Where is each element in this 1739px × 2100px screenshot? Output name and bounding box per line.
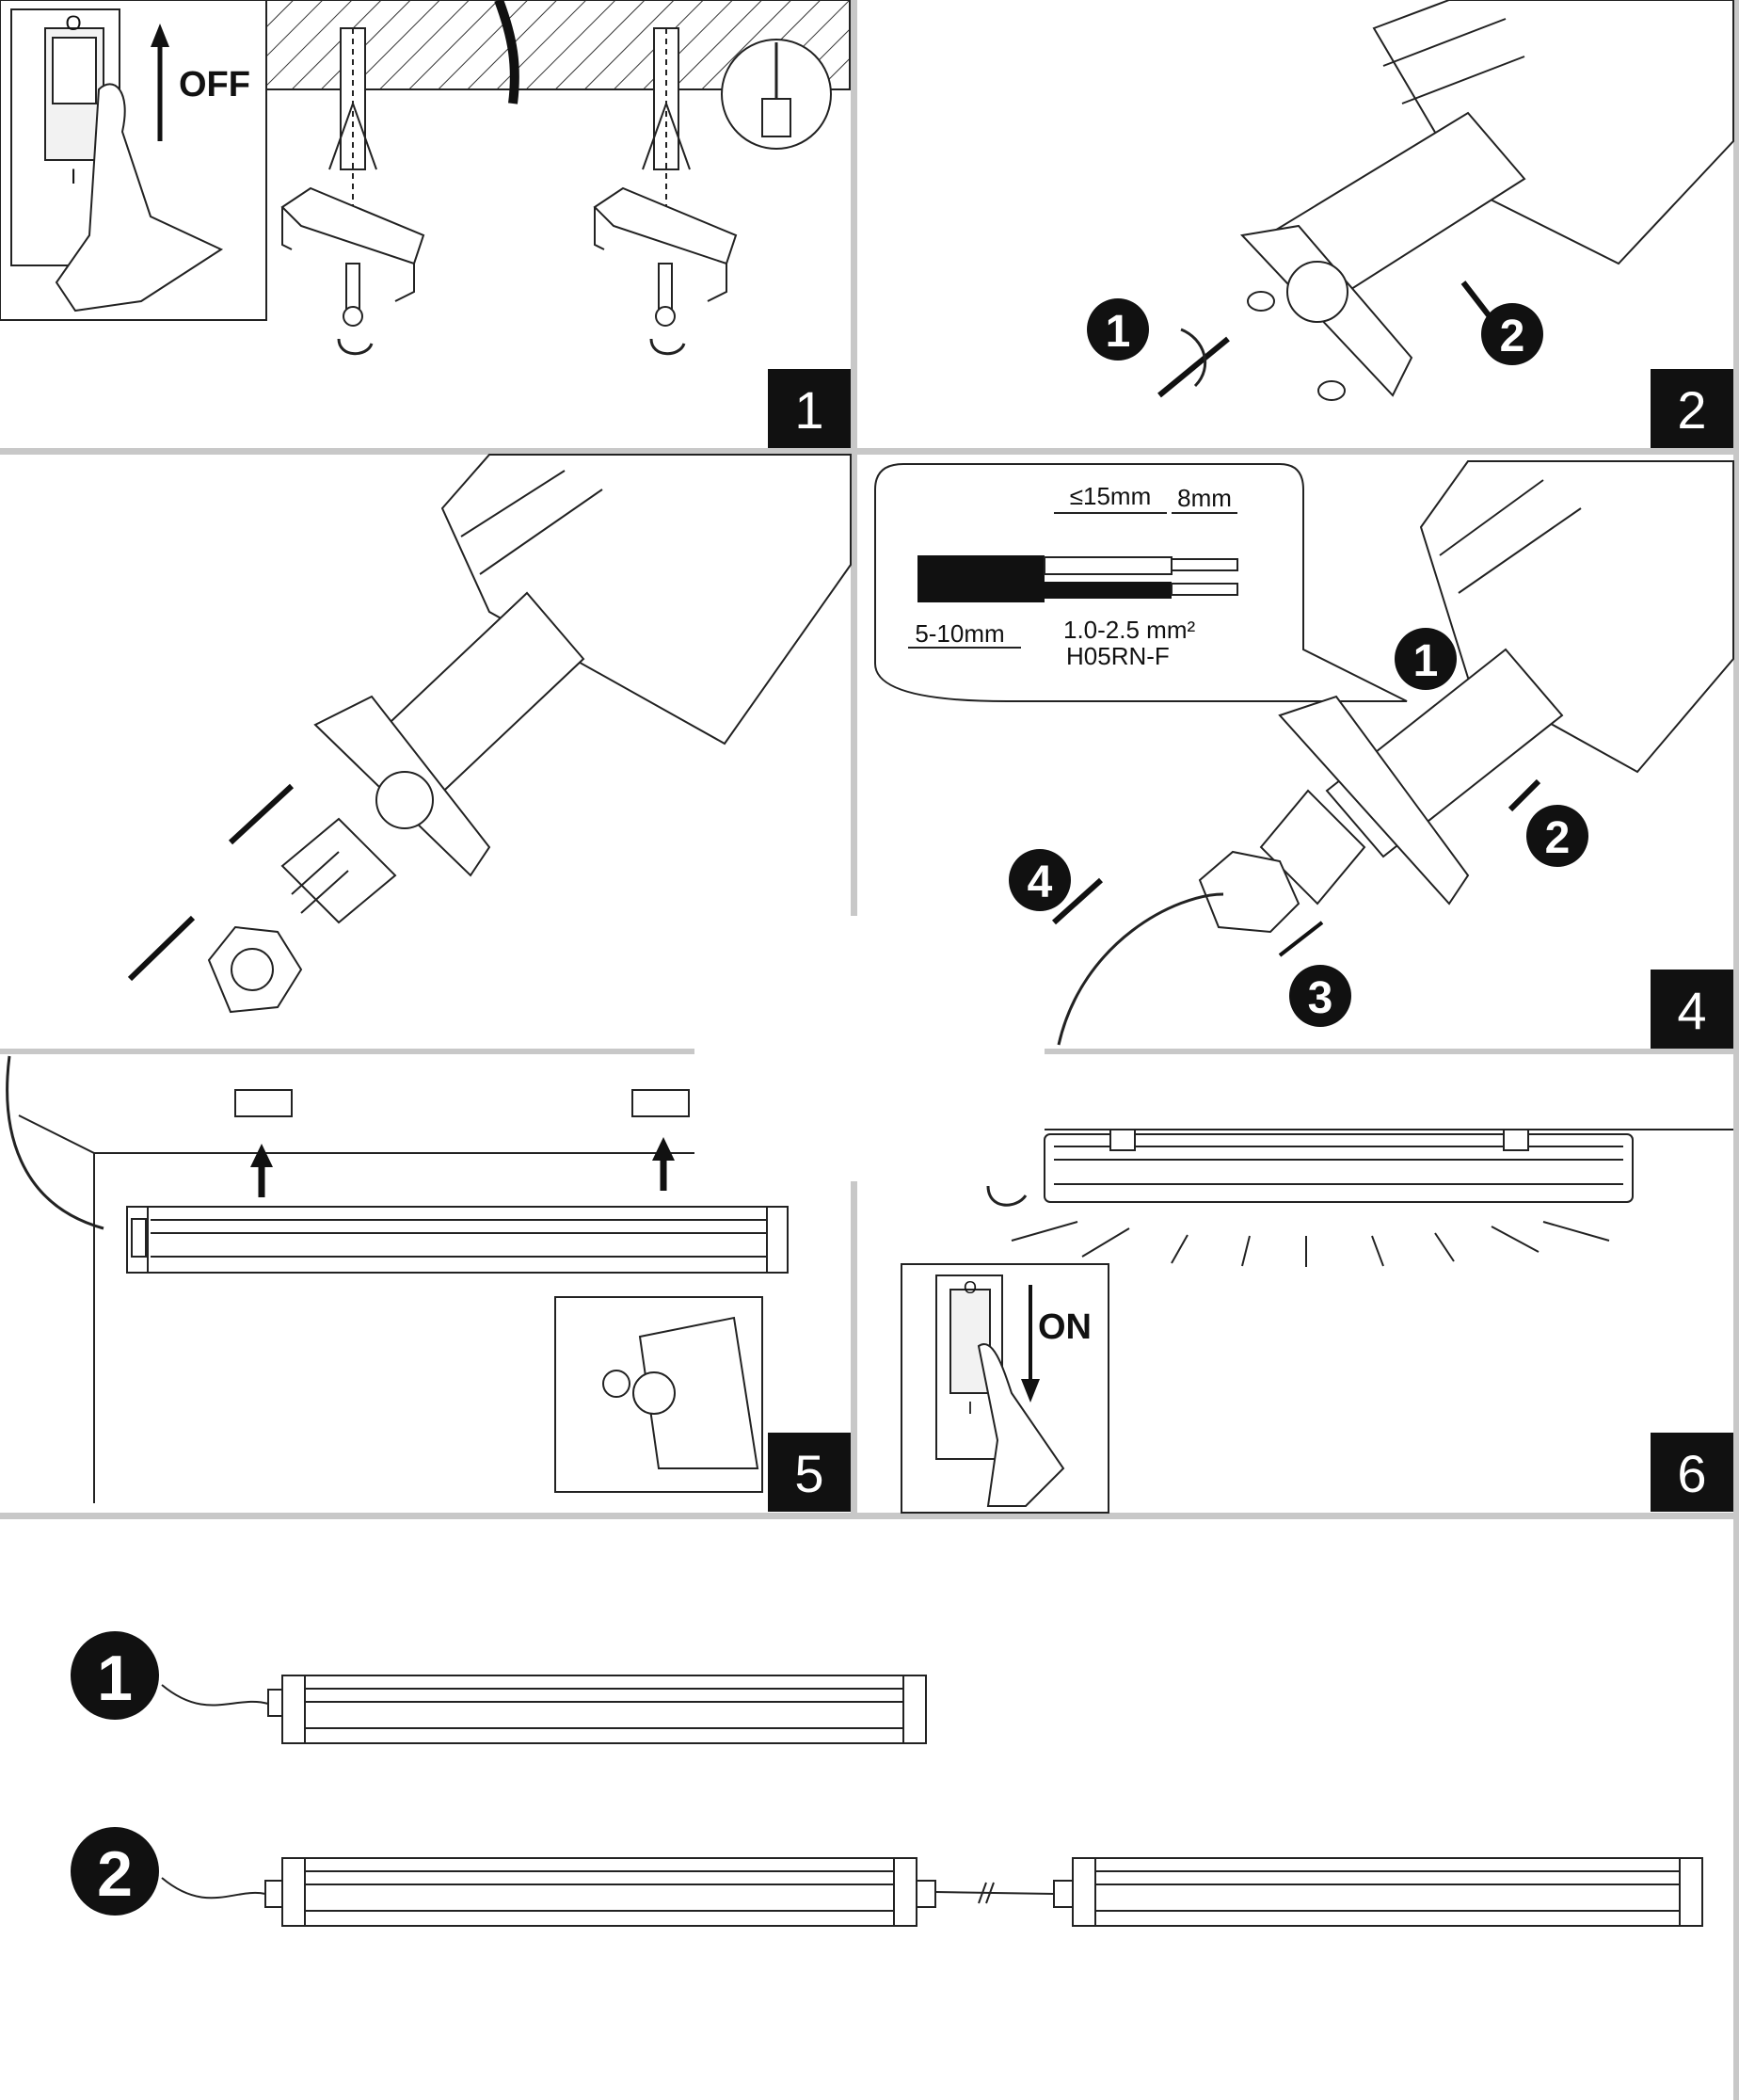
panel-4: ≤15mm 8mm 5-10mm 1.0-2.5 mm² H05RN-F 1 2… xyxy=(874,460,1734,1049)
core-white xyxy=(1044,556,1173,575)
panel-1: O I OFF xyxy=(0,0,851,448)
step-number: 5 xyxy=(794,1444,823,1503)
screw-icon xyxy=(602,1370,630,1398)
rotate-icon xyxy=(228,783,295,845)
panel-2: 1 2 2 xyxy=(1087,0,1734,448)
rotate-icon xyxy=(1278,921,1324,957)
strip-length-label: ≤15mm xyxy=(1070,482,1152,510)
arrow-icon xyxy=(1508,778,1541,812)
rotate-icon xyxy=(1180,328,1207,388)
luminaire xyxy=(126,1206,789,1274)
step-badge xyxy=(1526,805,1588,867)
step-number-box xyxy=(1651,1433,1733,1512)
step-number: 4 xyxy=(1677,981,1706,1040)
step-number: 2 xyxy=(1677,380,1706,440)
step-number-box xyxy=(1651,970,1733,1049)
rotate-icon xyxy=(337,338,374,356)
mounting-bracket-right xyxy=(593,186,738,302)
svg-text:I: I xyxy=(967,1399,972,1418)
supply-cable xyxy=(494,0,519,104)
arrow-icon xyxy=(1460,281,1492,317)
link-cable xyxy=(934,1891,1055,1895)
screw-icon xyxy=(343,263,676,327)
luminaire xyxy=(267,1675,927,1744)
svg-text:2: 2 xyxy=(97,1838,133,1910)
supply-cable xyxy=(1057,892,1224,1046)
clip-icon xyxy=(234,1089,690,1117)
rotate-icon xyxy=(1051,877,1104,925)
layout-badge xyxy=(71,1631,159,1720)
layout-badge xyxy=(71,1827,159,1916)
switch-off-mark: I xyxy=(71,165,76,188)
panel-6: O I ON 6 xyxy=(901,1129,1733,1514)
luminaire xyxy=(1044,1129,1634,1203)
wall-plug-left xyxy=(328,27,377,226)
on-label: ON xyxy=(1038,1307,1092,1347)
svg-text:2: 2 xyxy=(1500,312,1525,361)
section-label: 1.0-2.5 mm² xyxy=(1063,616,1195,644)
step-badge xyxy=(1289,965,1351,1027)
hand-icon xyxy=(977,1343,1065,1507)
svg-text:O: O xyxy=(964,1278,977,1297)
svg-text:3: 3 xyxy=(1308,973,1333,1023)
gland-nut xyxy=(207,925,303,1014)
supply-cable xyxy=(6,1055,104,1230)
mounting-bracket-left xyxy=(280,186,425,302)
step-number-box xyxy=(1651,369,1733,448)
arrow-icon xyxy=(1157,336,1230,398)
step-number-box xyxy=(768,1433,851,1512)
luminaire-end-closeup xyxy=(1278,460,1734,906)
step-number: 1 xyxy=(794,380,823,440)
supply-cable xyxy=(161,1684,269,1707)
screw-icon xyxy=(1247,291,1346,401)
light-rays xyxy=(1011,1221,1610,1267)
svg-text:1: 1 xyxy=(1413,636,1439,686)
switch-on-mark: O xyxy=(65,11,81,35)
cable-gland xyxy=(280,817,397,924)
step-badge xyxy=(1087,298,1149,361)
core-strip-label: 8mm xyxy=(1177,484,1232,512)
luminaire xyxy=(1053,1857,1703,1927)
sheath-label: 5-10mm xyxy=(915,619,1004,648)
panel-3 xyxy=(127,454,852,1014)
luminaire xyxy=(264,1857,936,1927)
step-badge xyxy=(1481,303,1543,365)
luminaire-end-closeup xyxy=(1239,0,1734,397)
core-black xyxy=(1045,582,1172,599)
svg-text:1: 1 xyxy=(97,1643,133,1714)
wall-plug-right xyxy=(642,27,691,226)
svg-text:4: 4 xyxy=(1028,858,1053,907)
luminaire-end-closeup xyxy=(313,454,852,877)
wall-switch-on xyxy=(949,1289,991,1394)
cable-sheath xyxy=(917,555,1045,602)
layout-single: 1 xyxy=(71,1631,927,1744)
step-number-box xyxy=(768,369,851,448)
supply-cable xyxy=(161,1877,266,1900)
cable-gland xyxy=(1198,789,1366,934)
cable-type-label: H05RN-F xyxy=(1066,642,1170,670)
hand-icon xyxy=(55,83,224,313)
panel-5: 5 xyxy=(6,1055,851,1512)
layout-chained: 2 xyxy=(71,1827,1703,1927)
step-number: 6 xyxy=(1677,1444,1706,1503)
svg-text:1: 1 xyxy=(1106,307,1131,357)
rotate-icon xyxy=(127,915,196,982)
off-label: OFF xyxy=(179,65,250,104)
svg-text:2: 2 xyxy=(1545,813,1571,863)
step-badge xyxy=(1009,849,1071,911)
step-badge xyxy=(1395,628,1457,690)
